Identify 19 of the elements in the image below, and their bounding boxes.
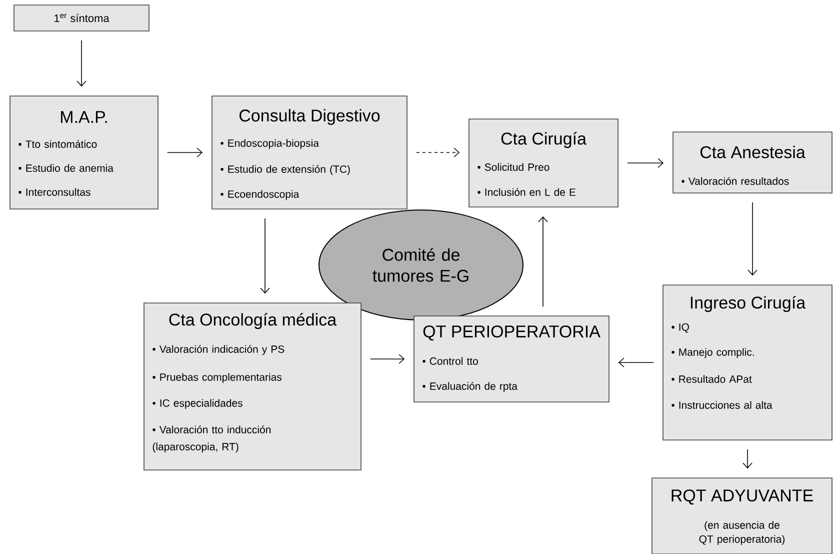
start-box: 1$^{er}$ síntoma: [14, 4, 150, 32]
arrow: [618, 358, 654, 368]
process-box: QT PERIOPERATORIA • Control tto • Evaluación de rpta: [414, 316, 610, 402]
process-box: RQT ADYUVANTE (en ausencia de QT perioperatoria): [652, 478, 832, 554]
process-box: Consulta Digestivo • Endoscopia-biopsia • Estudio de extensión (TC) • Ecoendoscopia: [212, 96, 408, 210]
arrow: [416, 148, 460, 158]
process-box: Cta Anestesia • Valoración resultados: [672, 132, 832, 194]
arrow: [748, 202, 758, 276]
arrow: [538, 216, 548, 307]
process-box: Cta Cirugía • Solicitud Preo • Inclusión en L de E: [468, 118, 618, 208]
process-box: Cta Oncología médica • Valoración indicación y PS • Pruebas complementarias • IC especialidades • Valoración tto inducción (laparoscopia, RT): [144, 302, 362, 470]
arrow: [167, 148, 203, 158]
process-box: Ingreso Cirugía • IQ • Manejo complic. • Resultado APat • Instrucciones al alta: [662, 284, 832, 440]
arrow: [260, 218, 270, 294]
arrow: [370, 354, 405, 364]
arrow: [76, 40, 86, 87]
arrow: [742, 449, 752, 469]
process-box: M.A.P. • Tto sintomático • Estudio de anemia • Interconsultas: [10, 96, 158, 210]
arrow: [627, 158, 664, 168]
